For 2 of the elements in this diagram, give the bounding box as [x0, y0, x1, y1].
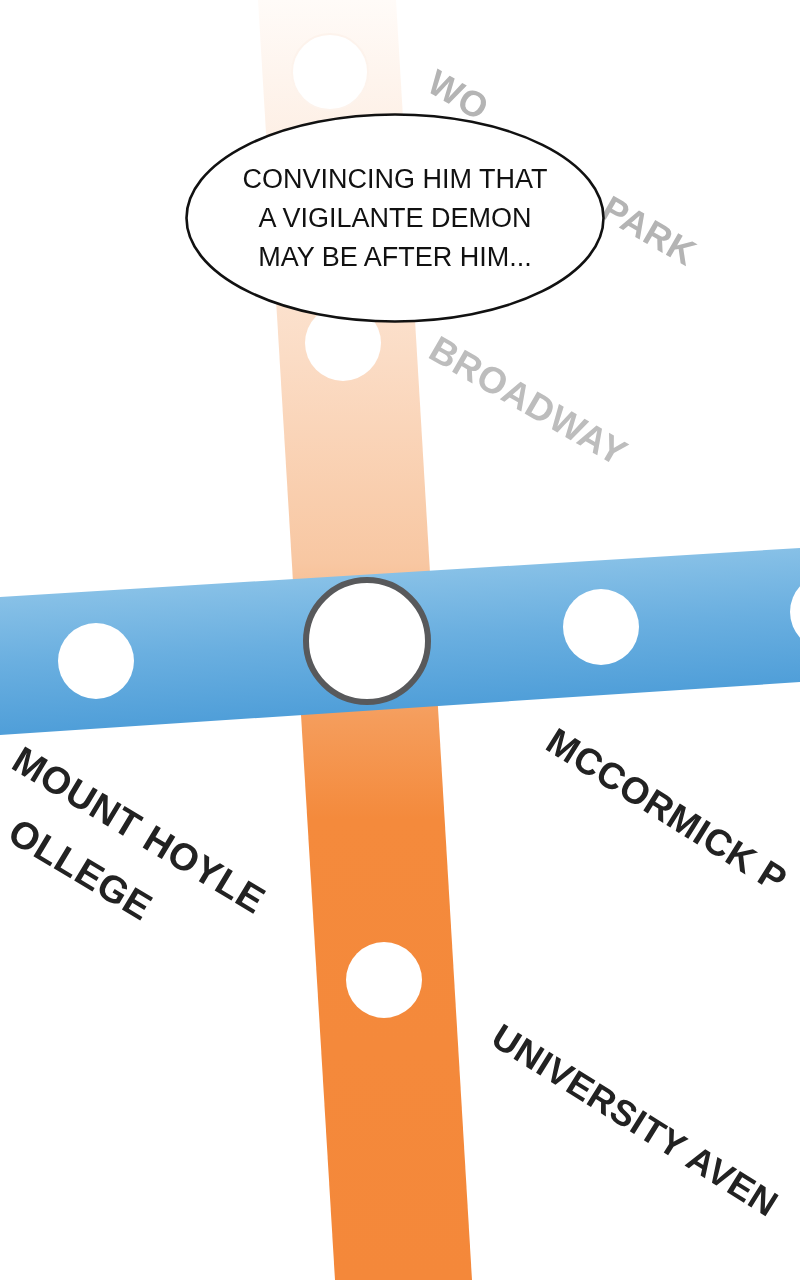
station-name: WO	[422, 64, 495, 127]
speech-text: CONVINCING HIM THAT A VIGILANTE DEMON MAY BE AFTER HIM...	[241, 162, 549, 274]
